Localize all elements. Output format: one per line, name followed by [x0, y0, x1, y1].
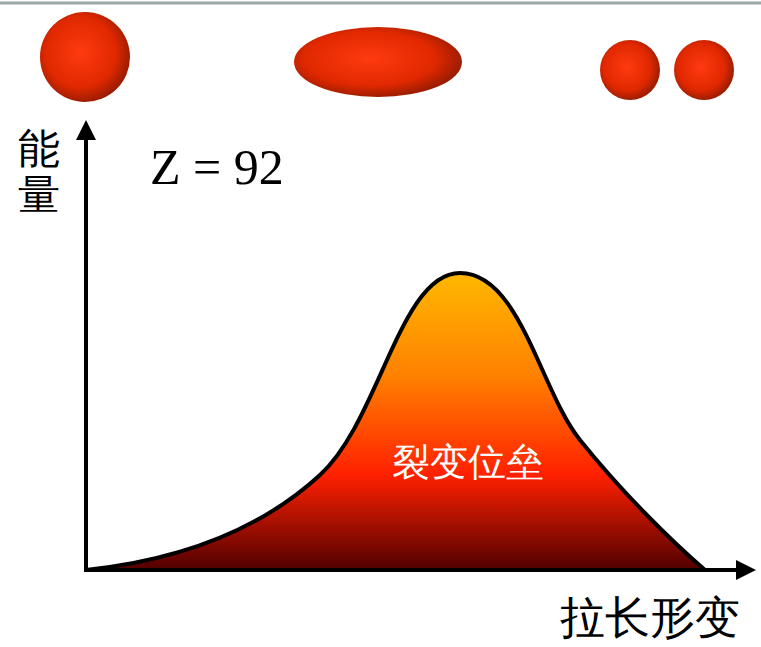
fragment-nucleus	[600, 40, 660, 100]
proton-number: Z = 92	[150, 138, 284, 196]
energy-axis	[84, 124, 88, 572]
axis-label: 拉长形变	[560, 588, 740, 647]
spherical-nucleus	[40, 12, 130, 102]
barrier-curve	[86, 273, 705, 570]
fission-barrier: 裂变位垒	[86, 270, 708, 572]
fragment-nucleus	[674, 40, 734, 100]
barrier-label: 裂变位垒	[392, 437, 544, 488]
axis-label: 能量	[18, 126, 60, 218]
elongated-nucleus	[294, 27, 462, 97]
top-rule	[0, 2, 761, 5]
barrier-shape	[86, 270, 708, 572]
